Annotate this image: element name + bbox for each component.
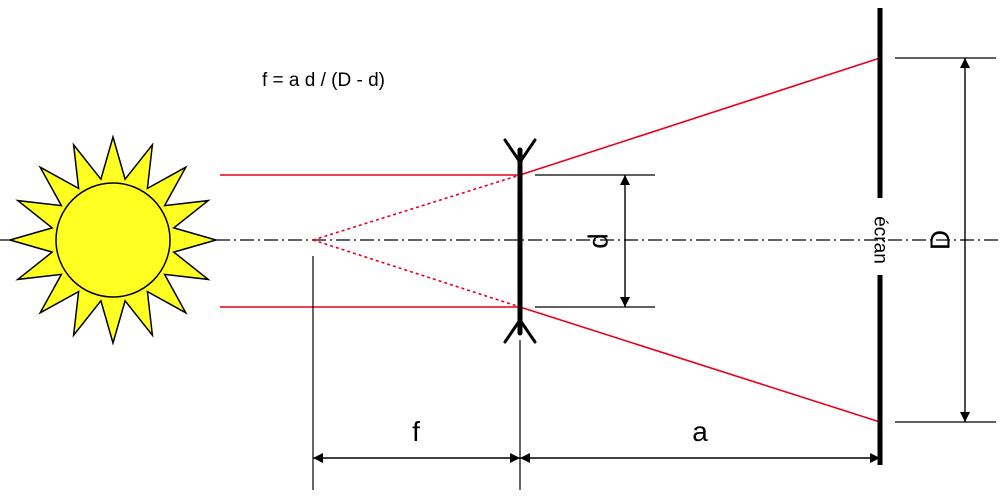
formula: f = a d / (D - d) [262,70,385,91]
lens-diameter-label: d [583,233,614,249]
extension-lines [312,57,996,490]
incoming-rays [220,174,520,308]
virtual-rays [312,174,521,308]
distance-label: a [692,416,708,447]
sun-icon [7,134,219,346]
spot-diameter-label: D [925,230,956,250]
focal-label: f [412,416,420,447]
screen-label: écran [870,216,891,264]
diverging-rays [519,57,881,423]
diverging-lens-icon [503,138,537,344]
